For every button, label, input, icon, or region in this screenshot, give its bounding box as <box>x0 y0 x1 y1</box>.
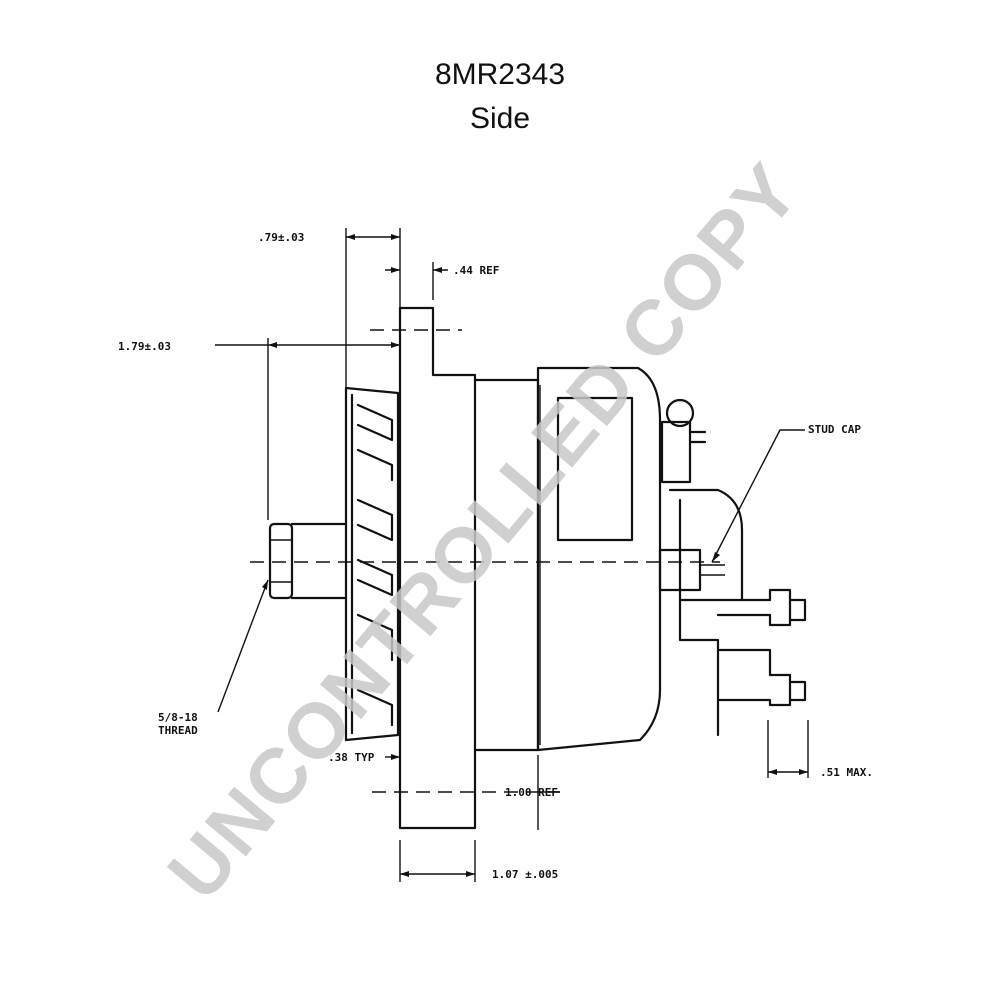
stud-cap-label: STUD CAP <box>808 423 861 436</box>
dim-max: .51 MAX. <box>820 766 873 779</box>
dim-thread-word: THREAD <box>158 724 198 737</box>
rear-housing <box>536 366 662 752</box>
rear-terminals <box>658 398 807 737</box>
watermark: UNCONTROLLED COPY <box>151 146 817 916</box>
dim-ref-100: 1.00 REF <box>505 786 558 799</box>
drawing-title: 8MR2343 <box>434 58 566 91</box>
shaft-nut <box>268 522 348 600</box>
dim-thread: 5/8-18 <box>158 711 198 724</box>
dim-flange-offset: .79±.03 <box>258 231 304 244</box>
dim-ref-44: .44 REF <box>453 264 499 277</box>
arrowheads <box>262 234 808 877</box>
pulley-fan <box>344 386 400 742</box>
drawing-view-label: Side <box>469 102 531 135</box>
dim-overall-offset: 1.79±.03 <box>118 340 171 353</box>
dim-bottom: 1.07 ±.005 <box>492 868 558 881</box>
dim-typ: .38 TYP <box>328 751 375 764</box>
